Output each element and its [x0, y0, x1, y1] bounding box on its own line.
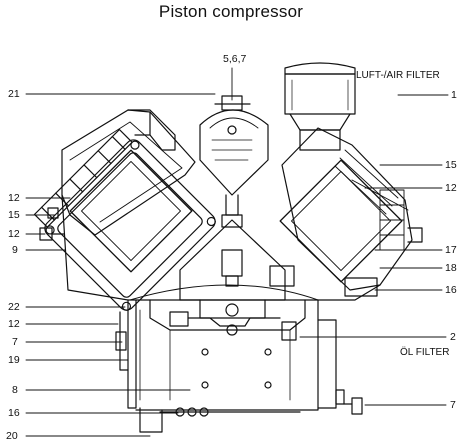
- callout-left-12c: 12: [8, 318, 20, 330]
- right-head-fins: [334, 149, 409, 251]
- callout-right-15: 15: [445, 159, 457, 171]
- callout-right-16: 16: [445, 284, 457, 296]
- callout-left-7: 7: [12, 336, 18, 348]
- left-cylinder-bank: [33, 128, 216, 311]
- callout-left-12a: 12: [8, 192, 20, 204]
- center-block: [179, 219, 286, 319]
- oil-filter-assembly: [169, 311, 297, 341]
- air-filter-label: LUFT-/AIR FILTER: [356, 70, 440, 81]
- leader-lines: [25, 67, 449, 437]
- left-top-bracket: [127, 109, 176, 151]
- callout-left-22: 22: [8, 301, 20, 313]
- callout-left-12b: 12: [8, 228, 20, 240]
- right-cup: [269, 265, 295, 287]
- callout-right-18: 18: [445, 262, 457, 274]
- callout-right-7: 7: [450, 399, 456, 411]
- drain-valve: [335, 389, 363, 415]
- callout-left-20: 20: [6, 430, 18, 442]
- callout-left-9: 9: [12, 244, 18, 256]
- callout-left-15: 15: [8, 209, 20, 221]
- right-valve: [407, 227, 423, 243]
- callout-right-2: 2: [450, 331, 456, 343]
- top-cylinder: [199, 95, 269, 228]
- left-cylinder-head: [61, 109, 196, 236]
- oil-filter-label: ÖL FILTER: [400, 347, 450, 358]
- callout-right-1: 1: [451, 89, 457, 101]
- crankcase: [127, 284, 337, 433]
- callout-right-17: 17: [445, 244, 457, 256]
- oil-pipe: [115, 309, 141, 401]
- left-fittings: [39, 207, 65, 241]
- callout-left-21: 21: [8, 88, 20, 100]
- air-filter: [284, 62, 356, 151]
- callout-left-16: 16: [8, 407, 20, 419]
- callout-left-19: 19: [8, 354, 20, 366]
- callout-top: 5,6,7: [223, 53, 247, 65]
- callout-left-8: 8: [12, 384, 18, 396]
- diagram-title: Piston compressor: [158, 2, 304, 21]
- callout-right-12: 12: [445, 182, 457, 194]
- right-lower-fitting: [344, 277, 378, 297]
